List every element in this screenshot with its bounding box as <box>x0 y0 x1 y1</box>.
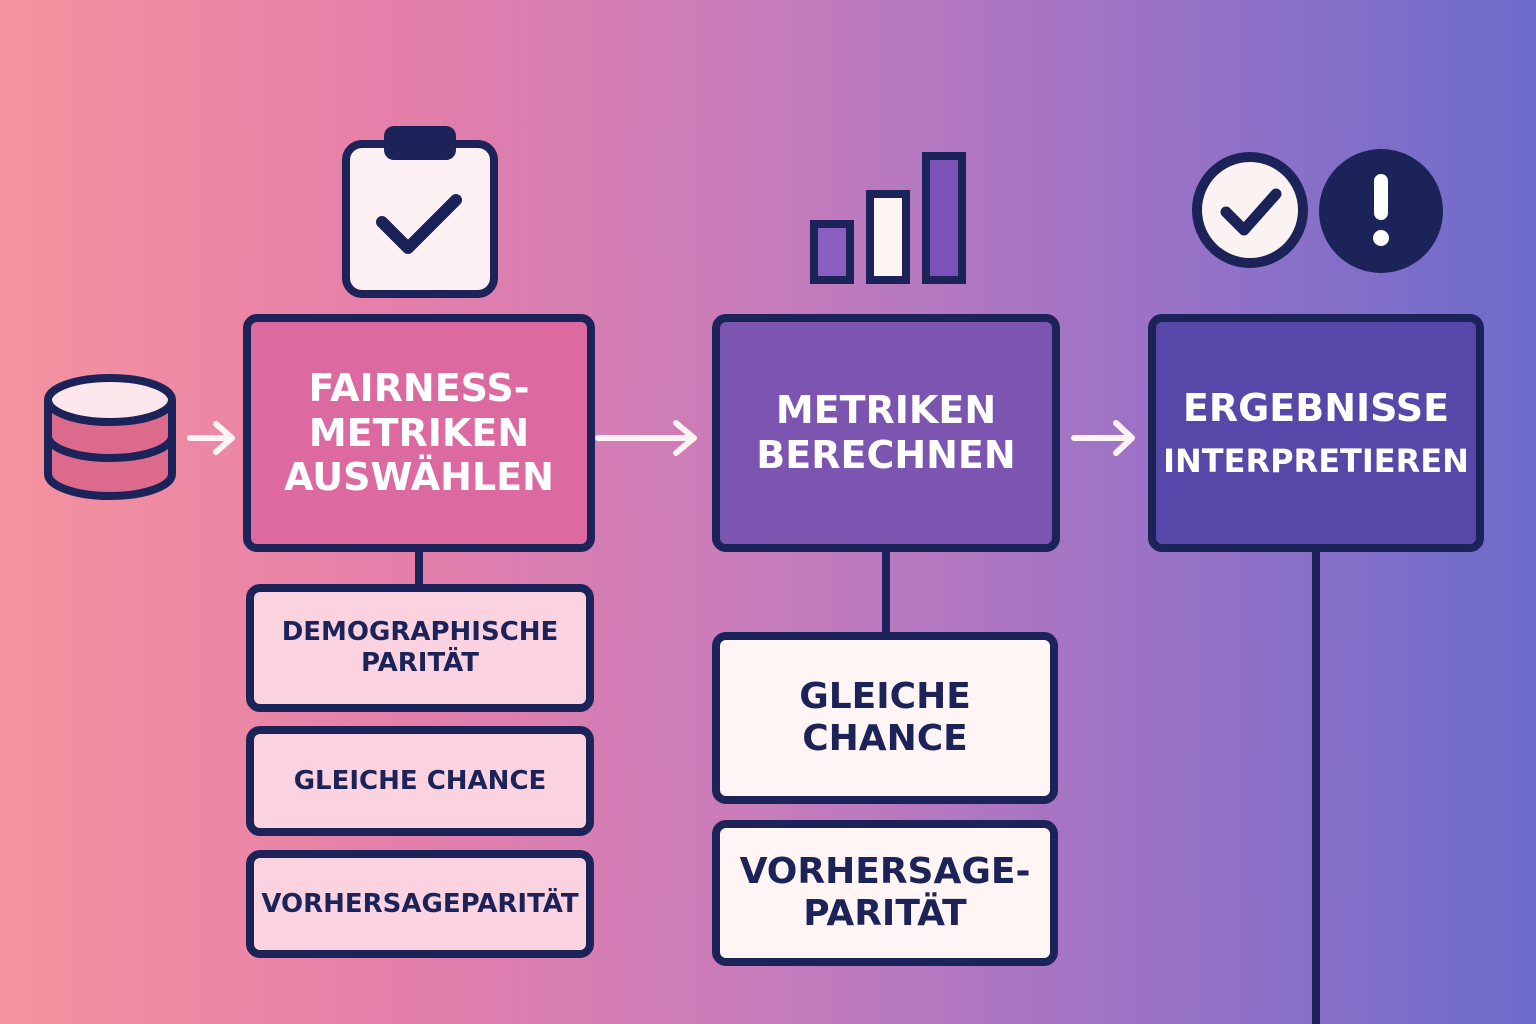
connector-line <box>1312 548 1320 1024</box>
metric-demographic-parity: DEMOGRAPHISCHE PARITÄT <box>246 584 594 712</box>
database-icon <box>44 374 176 500</box>
step-select-metrics-label: FAIRNESS- METRIKEN AUSWÄHLEN <box>284 365 554 500</box>
metric-predictive-parity: VORHERSAGEPARITÄT <box>246 850 594 958</box>
metric-equal-opportunity-computed-label: GLEICHE CHANCE <box>799 675 971 759</box>
connector-line <box>882 548 890 638</box>
arrow-right-icon <box>1071 420 1135 456</box>
metric-equal-opportunity-label: GLEICHE CHANCE <box>293 765 547 796</box>
step-interpret-results-subtitle: INTERPRETIEREN <box>1163 441 1469 480</box>
clipboard-check-icon <box>342 126 498 298</box>
exclamation-circle-icon <box>1319 149 1443 273</box>
step-interpret-results-title: ERGEBNISSE <box>1182 385 1450 430</box>
bar-chart-icon <box>810 152 966 284</box>
step-interpret-results-box: ERGEBNISSE INTERPRETIEREN <box>1148 314 1484 552</box>
step-compute-metrics-box: METRIKEN BERECHNEN <box>712 314 1060 552</box>
step-compute-metrics-label: METRIKEN BERECHNEN <box>756 388 1016 477</box>
metric-predictive-parity-computed: VORHERSAGE- PARITÄT <box>712 820 1058 966</box>
metric-predictive-parity-label: VORHERSAGEPARITÄT <box>261 888 579 919</box>
check-circle-icon <box>1192 152 1308 268</box>
connector-line <box>415 548 423 590</box>
step-select-metrics-box: FAIRNESS- METRIKEN AUSWÄHLEN <box>243 314 595 552</box>
arrow-right-icon <box>187 421 235 455</box>
metric-demographic-parity-label: DEMOGRAPHISCHE PARITÄT <box>281 617 559 678</box>
metric-predictive-parity-computed-label: VORHERSAGE- PARITÄT <box>739 850 1031 934</box>
metric-equal-opportunity: GLEICHE CHANCE <box>246 726 594 836</box>
metric-equal-opportunity-computed: GLEICHE CHANCE <box>712 632 1058 804</box>
arrow-right-icon <box>595 420 697 456</box>
